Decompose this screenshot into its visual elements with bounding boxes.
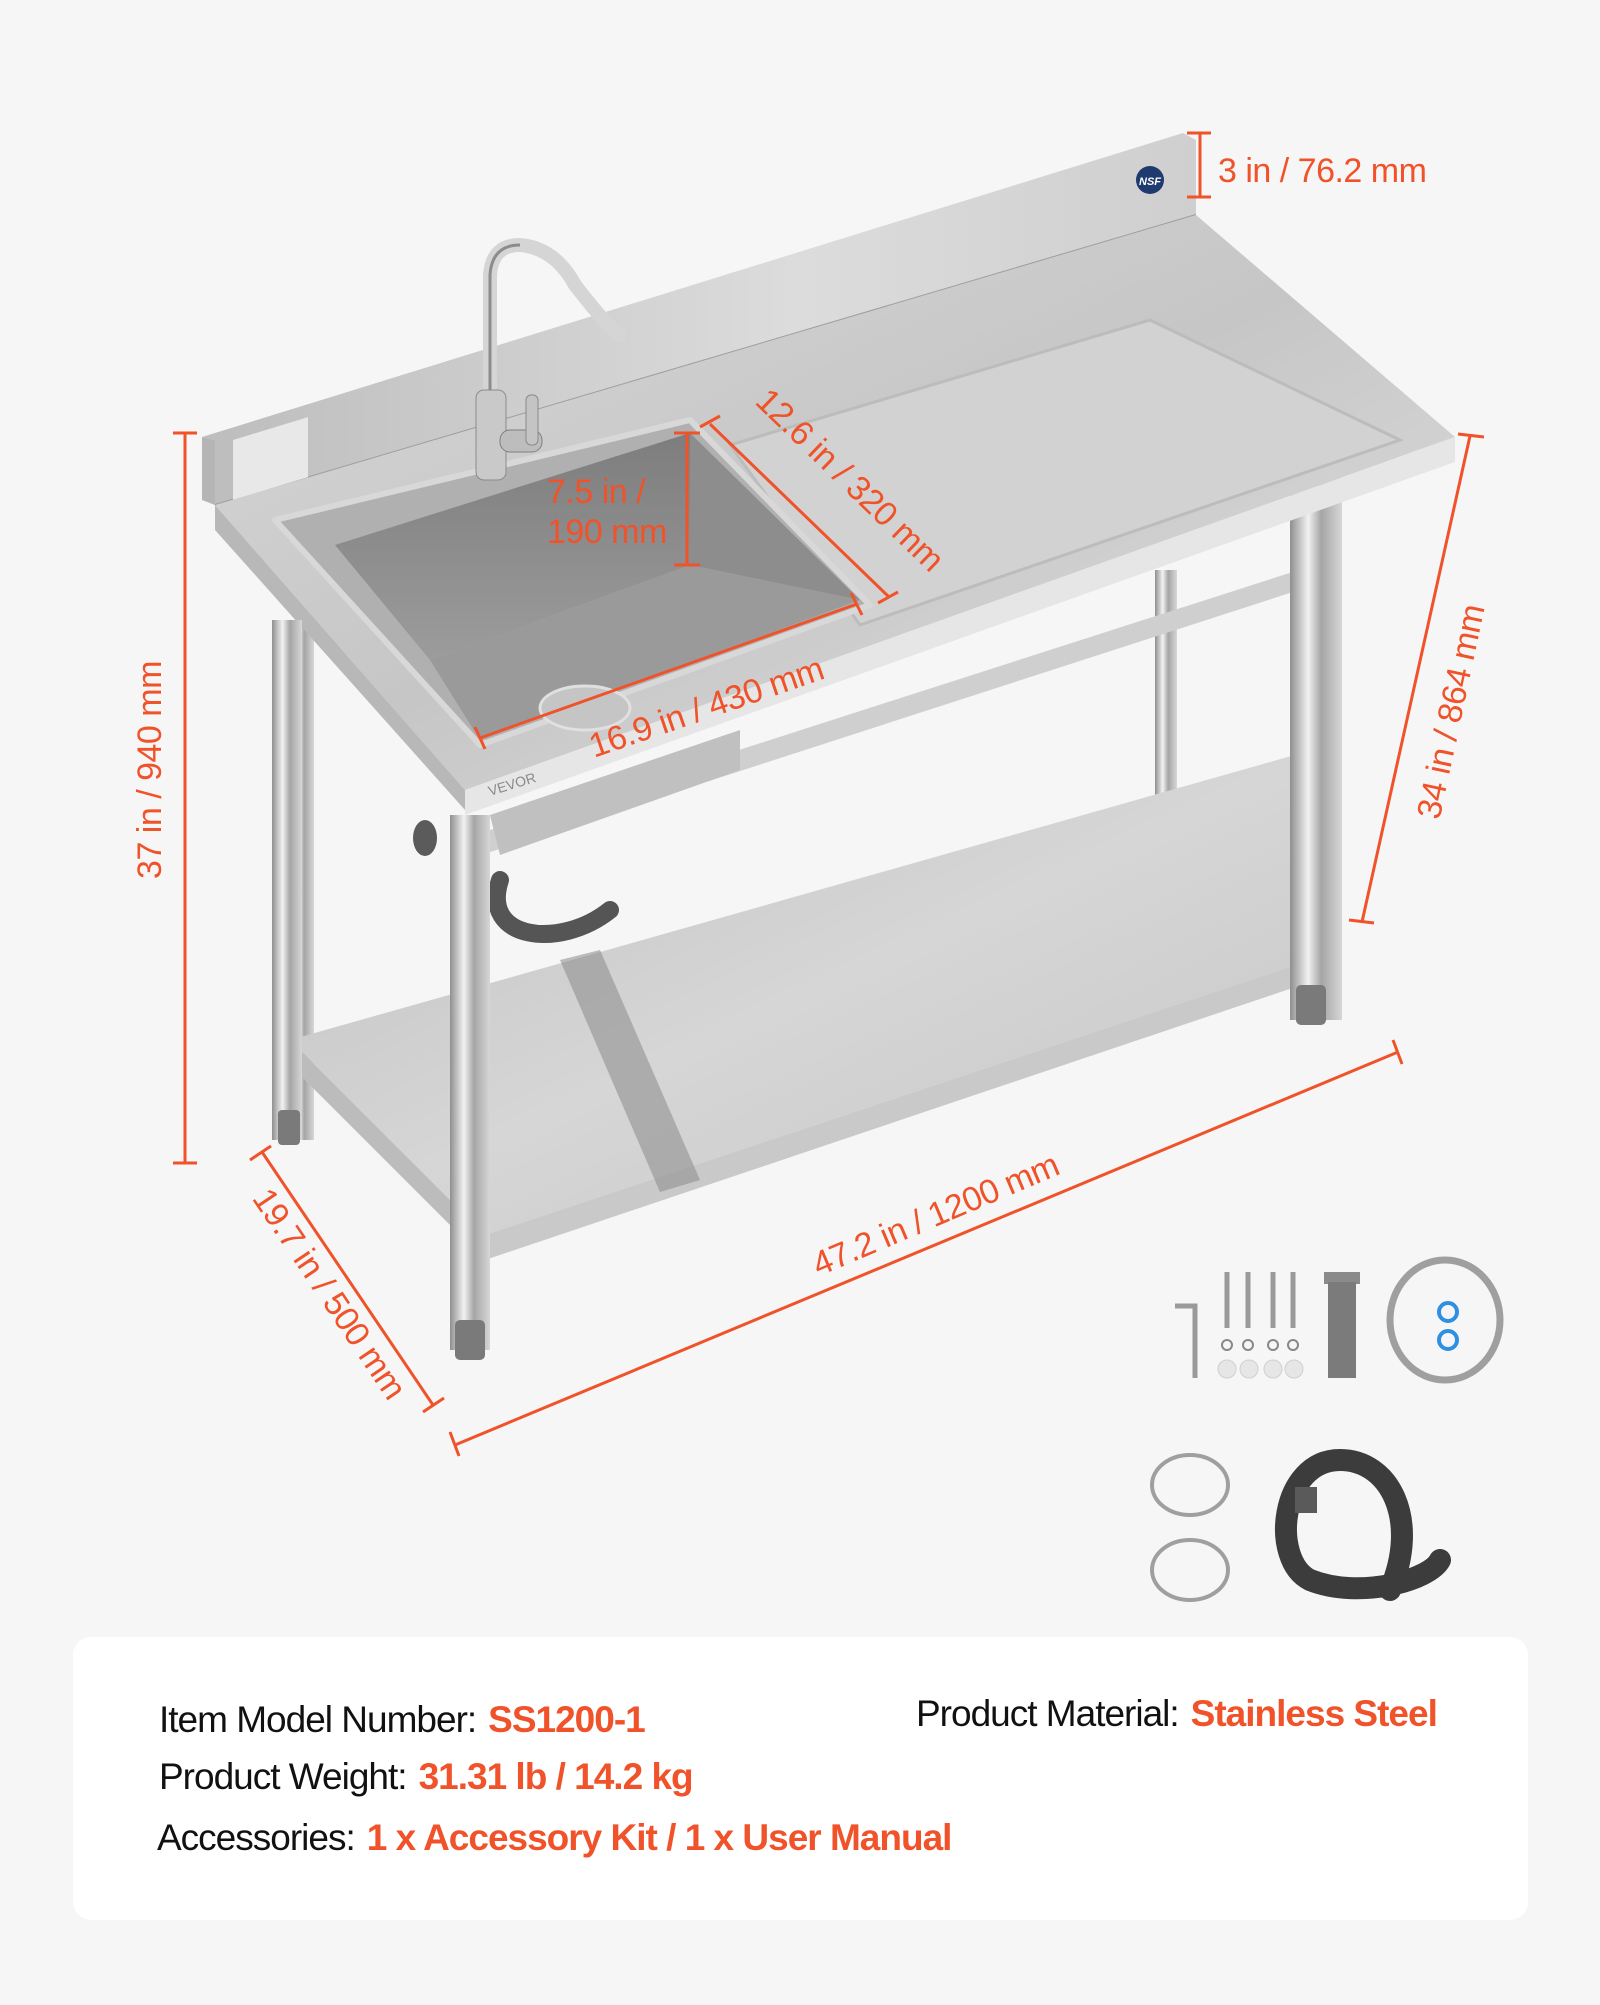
drain-pipe-icon [1324, 1272, 1360, 1378]
spec-material: Product Material:Stainless Steel [916, 1693, 1438, 1735]
spec-weight: Product Weight:31.31 lb / 14.2 kg [159, 1756, 694, 1798]
svg-text:7.5 in /: 7.5 in / [547, 473, 646, 511]
spec-accessories: Accessories:1 x Accessory Kit / 1 x User… [157, 1817, 953, 1859]
svg-text:190 mm: 190 mm [547, 513, 667, 551]
spec-label: Product Weight: [159, 1756, 408, 1797]
hex-key-icon [1175, 1303, 1198, 1378]
spec-value: 31.31 lb / 14.2 kg [418, 1756, 694, 1797]
svg-text:19.7 in / 500 mm: 19.7 in / 500 mm [245, 1182, 414, 1407]
svg-text:37 in / 940 mm: 37 in / 940 mm [131, 661, 169, 879]
svg-text:3 in / 76.2 mm: 3 in / 76.2 mm [1218, 152, 1426, 190]
front-left-leg [450, 815, 490, 1350]
lower-shelf [290, 745, 1340, 1260]
front-right-foot [1296, 985, 1326, 1025]
spec-value: 1 x Accessory Kit / 1 x User Manual [366, 1817, 953, 1858]
spec-value: Stainless Steel [1190, 1693, 1438, 1734]
svg-text:47.2 in / 1200 mm: 47.2 in / 1200 mm [807, 1146, 1065, 1284]
spec-label: Item Model Number: [159, 1699, 477, 1740]
dimension-backsplash-height: 3 in / 76.2 mm [1187, 131, 1427, 199]
spec-label: Product Material: [916, 1693, 1180, 1734]
overflow-pipe [413, 820, 437, 856]
nsf-badge-text: NSF [1139, 176, 1161, 188]
specifications-card: Item Model Number: SS1200-1 Product Mater… [73, 1637, 1528, 1920]
inlet-hoses-icon [1150, 1453, 1230, 1602]
back-left-leg [272, 620, 302, 1140]
drain-strainer [538, 684, 632, 732]
accessory-kit-image [1150, 1256, 1504, 1602]
front-right-leg [1290, 460, 1342, 1020]
svg-text:34 in / 864 mm: 34 in / 864 mm [1410, 601, 1492, 822]
dimension-overall-height: 37 in / 940 mm [131, 431, 197, 1165]
drain-hose [488, 871, 619, 943]
dimension-counter-height: 34 in / 864 mm [1348, 432, 1492, 925]
corrugated-drain-hose-icon [1275, 1448, 1451, 1601]
spec-model-number: Item Model Number: SS1200-1 [159, 1699, 646, 1741]
bowl-underside [490, 730, 740, 855]
warning-label-sticker [233, 417, 308, 500]
washers-icon [1217, 1359, 1304, 1379]
spec-value: SS1200-1 [488, 1699, 646, 1740]
spec-label: Accessories: [157, 1817, 356, 1858]
sink-top [215, 215, 1455, 815]
faucet [475, 237, 627, 481]
nsf-badge [1136, 166, 1164, 194]
braided-supply-hose-icon [1386, 1256, 1504, 1384]
dimension-bowl-depth: 7.5 in / 190 mm [547, 431, 700, 567]
mounting-bolts-icon [1221, 1272, 1299, 1351]
front-left-foot [455, 1320, 485, 1360]
